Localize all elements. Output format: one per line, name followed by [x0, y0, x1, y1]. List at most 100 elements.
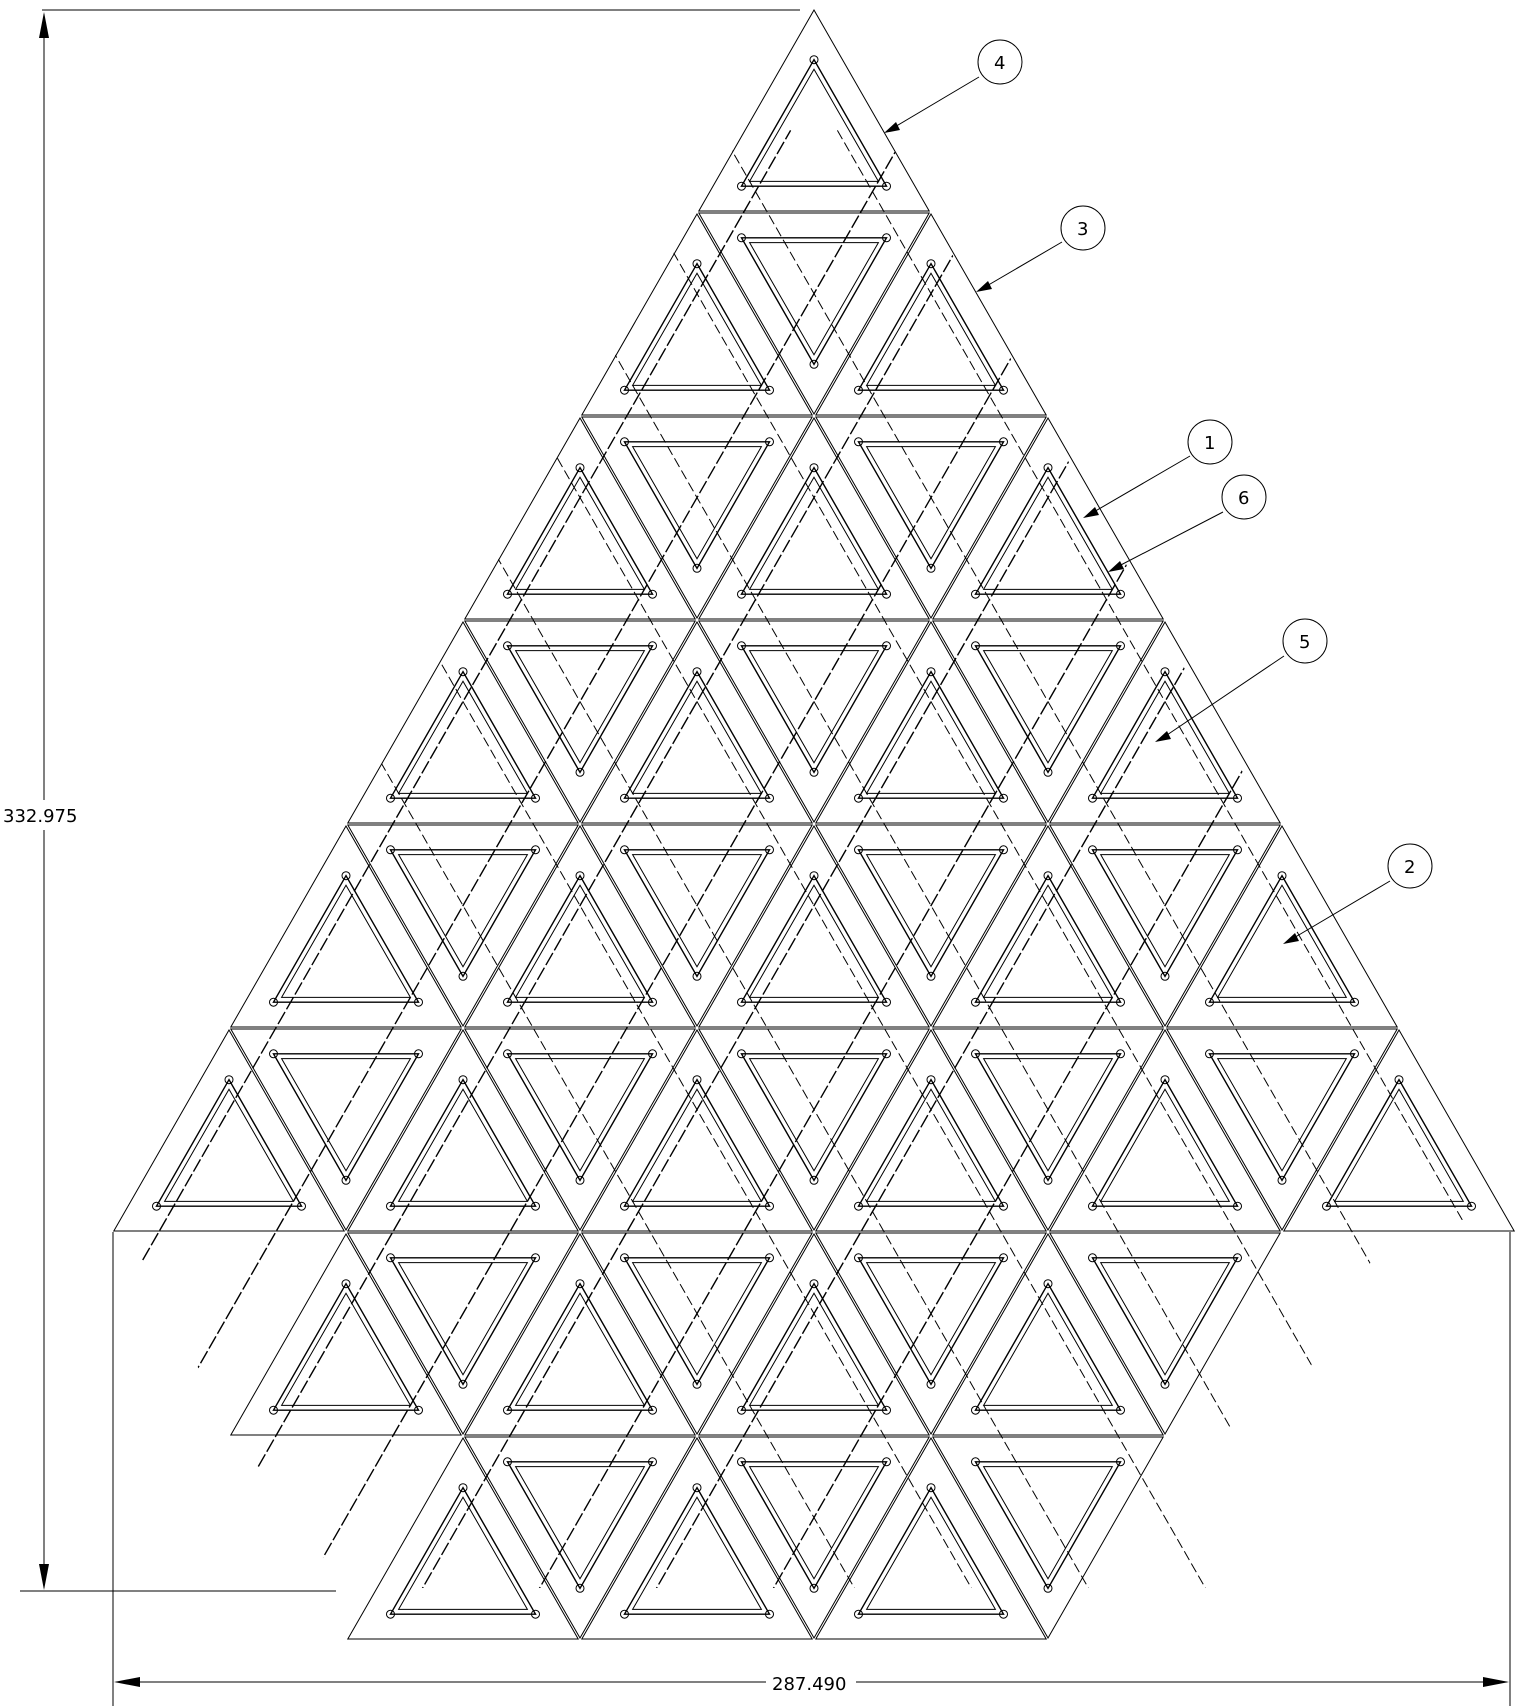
triangle-panel — [1048, 824, 1282, 1028]
triangle-panel — [1165, 1028, 1399, 1232]
triangle-panel — [697, 8, 931, 212]
frame-joint — [926, 259, 936, 269]
panel-inner-frame — [623, 670, 771, 799]
triangle-panel — [229, 1028, 463, 1232]
frame-joint — [575, 463, 585, 473]
frame-joint — [648, 589, 657, 599]
frame-joint — [414, 1405, 423, 1415]
panel-inner-frame-edge — [397, 680, 529, 794]
panel-inner-frame — [506, 466, 654, 595]
frame-joint — [999, 793, 1008, 803]
panel-inner-frame — [389, 1486, 537, 1615]
frame-joint — [999, 845, 1008, 855]
panel-inner-frame-edge — [865, 446, 997, 560]
frame-joint — [531, 1609, 540, 1619]
frame-joint — [1233, 793, 1242, 803]
panel-array — [112, 8, 1516, 1640]
frame-joint — [1467, 1201, 1476, 1211]
frame-joint — [809, 359, 819, 369]
frame-joint — [648, 997, 657, 1007]
triangle-panel — [112, 1028, 346, 1232]
triangle-panel — [1282, 1028, 1516, 1232]
callout-1-bubble — [1187, 419, 1233, 465]
frame-joint — [971, 641, 980, 651]
panel-inner-frame — [740, 1053, 888, 1182]
frame-joint — [575, 871, 585, 881]
triangle-panel — [697, 620, 931, 824]
triangle-panel — [346, 824, 580, 1028]
callout-2-leader — [1291, 880, 1391, 940]
panel-inner-frame-edge — [865, 1262, 997, 1376]
panel-inner-frame — [506, 1053, 654, 1182]
frame-joint — [854, 793, 863, 803]
height-arrow-top — [39, 12, 49, 38]
callout-2: 2 — [1283, 843, 1433, 944]
panel-inner-frame-edge — [865, 1088, 997, 1202]
panel-inner-frame — [389, 849, 537, 978]
frame-joint — [692, 1379, 702, 1389]
frame-joint — [971, 1457, 980, 1467]
frame-joint — [503, 1405, 512, 1415]
brace-bar-rising — [649, 130, 1494, 1588]
height-dimension: 332.975 — [0, 9, 800, 1592]
panel-inner-frame-edge — [631, 1496, 763, 1610]
callout-3-leader — [984, 241, 1063, 288]
brace-bar-rising — [532, 130, 1377, 1588]
frame-joint — [458, 971, 468, 981]
width-label: 287.490 — [772, 1674, 846, 1695]
frame-joint — [854, 437, 863, 447]
frame-joint — [926, 1075, 936, 1085]
triangle-panel — [346, 1028, 580, 1232]
triangle-panel — [1048, 1028, 1282, 1232]
frame-joint — [737, 1405, 746, 1415]
brace-bar-falling — [1187, 130, 1494, 1588]
frame-joint — [1088, 1253, 1097, 1263]
frame-joint — [503, 589, 512, 599]
frame-joint — [999, 437, 1008, 447]
frame-joint — [1116, 589, 1125, 599]
frame-joint — [386, 793, 395, 803]
frame-joint — [809, 55, 819, 65]
height-label: 332.975 — [3, 806, 77, 827]
frame-joint — [620, 793, 629, 803]
callout-4-label: 4 — [994, 53, 1005, 74]
triangle-panel — [931, 1232, 1165, 1436]
frame-joint — [1277, 1175, 1287, 1185]
frame-joint — [971, 997, 980, 1007]
triangle-panel — [229, 1232, 463, 1436]
frame-joint — [1394, 1075, 1404, 1085]
frame-joint — [809, 871, 819, 881]
triangle-panel — [463, 1436, 697, 1640]
frame-joint — [809, 463, 819, 473]
panel-inner-frame-edge — [514, 476, 646, 590]
brace-bar-rising — [120, 130, 909, 1588]
frame-joint — [620, 1253, 629, 1263]
panel-inner-frame-edge — [748, 1466, 880, 1580]
brace-bar-rising — [120, 130, 675, 1588]
frame-joint — [692, 971, 702, 981]
panel-inner-frame — [1091, 1257, 1239, 1386]
panel-inner-frame — [389, 670, 537, 799]
panel-inner-frame — [857, 441, 1005, 570]
panel-inner-frame-edge — [982, 650, 1114, 764]
triangle-panel — [931, 1028, 1165, 1232]
panel-inner-frame — [155, 1078, 303, 1207]
frame-joint — [854, 845, 863, 855]
triangle-panel — [229, 824, 463, 1028]
frame-joint — [692, 1483, 702, 1493]
frame-joint — [458, 1483, 468, 1493]
frame-joint — [692, 1075, 702, 1085]
panel-inner-frame — [506, 1461, 654, 1590]
triangle-panel — [346, 1436, 580, 1640]
panel-inner-frame — [740, 874, 888, 1003]
frame-joint — [1160, 1075, 1170, 1085]
frame-joint — [269, 1405, 278, 1415]
callout-5: 5 — [1155, 618, 1328, 742]
frame-joint — [737, 589, 746, 599]
panel-inner-frame — [974, 874, 1122, 1003]
frame-joint — [1160, 667, 1170, 677]
frame-joint — [1116, 997, 1125, 1007]
panel-inner-frame-edge — [514, 1466, 646, 1580]
frame-joint — [575, 1279, 585, 1289]
panel-inner-frame — [506, 874, 654, 1003]
